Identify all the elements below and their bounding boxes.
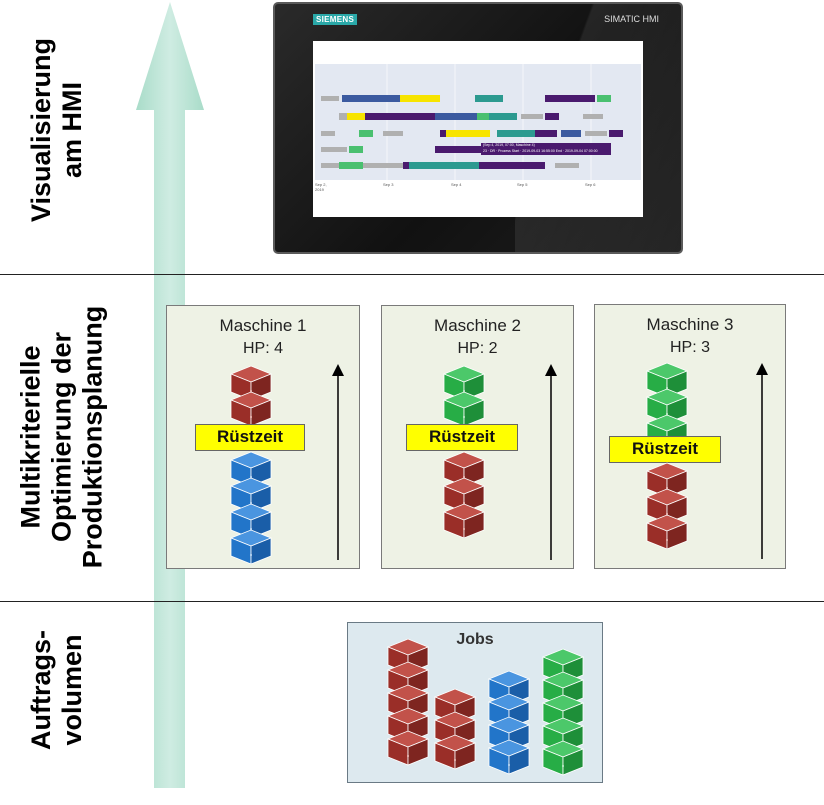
job-stack-blue xyxy=(488,670,530,775)
gantt-x-tick: Sep 5 xyxy=(517,182,528,187)
gantt-chart: (Sep 4, 2019, 07:00, Maschine 4) 23 · DR… xyxy=(315,64,641,180)
job-stack-before-setup xyxy=(230,451,272,564)
machine-card-1: Maschine 1 HP: 4 Rüstzeit xyxy=(166,305,360,569)
time-axis-arrow xyxy=(756,363,768,559)
job-stack-red-small xyxy=(434,688,476,770)
setup-time-label: Rüstzeit xyxy=(195,424,305,451)
machine-card-3: Maschine 3 HP: 3 Rüstzeit xyxy=(594,304,786,569)
job-stack-before-setup xyxy=(646,462,688,549)
machine-title: Maschine 2 xyxy=(434,316,521,335)
job-stack-green xyxy=(542,648,584,776)
section-label-optimization: Multikriterielle Optimierung der Produkt… xyxy=(15,305,108,569)
jobs-title: Jobs xyxy=(456,631,494,648)
time-axis-arrow xyxy=(332,364,344,560)
gantt-x-tick: Sep 3 xyxy=(383,182,394,187)
machine-card-2: Maschine 2 HP: 2 Rüstzeit xyxy=(381,305,574,569)
job-stack-after-setup xyxy=(443,365,485,426)
job-stack-before-setup xyxy=(443,451,485,538)
section-label-visualization: Visualisierung am HMI xyxy=(26,37,87,223)
gantt-x-tick: Sep 6 xyxy=(585,182,596,187)
jobs-panel: Jobs xyxy=(347,622,603,783)
gantt-x-tick: Sep 4 xyxy=(451,182,462,187)
hmi-model-label: SIMATIC HMI xyxy=(604,14,659,24)
hmi-device: SIEMENS SIMATIC HMI xyxy=(273,2,683,254)
job-stack-after-setup xyxy=(230,365,272,426)
machine-priority: HP: 4 xyxy=(242,340,283,357)
time-axis-arrow xyxy=(545,364,557,560)
gantt-x-tick: Sep 2, 2019 xyxy=(315,182,327,192)
section-divider-top xyxy=(0,274,824,275)
gantt-bars xyxy=(321,64,623,180)
hmi-screen[interactable]: (Sep 4, 2019, 07:00, Maschine 4) 23 · DR… xyxy=(313,41,643,217)
gantt-tooltip-line2: 23 · DR · Prozess Start · 2019-09-03 16:… xyxy=(483,149,598,153)
section-divider-bottom xyxy=(0,601,824,602)
gantt-tooltip-line1: (Sep 4, 2019, 07:00, Maschine 4) xyxy=(483,143,535,147)
machine-priority: HP: 3 xyxy=(669,339,710,356)
hmi-brand-logo: SIEMENS xyxy=(313,14,358,25)
machine-priority: HP: 2 xyxy=(457,340,498,357)
section-label-order-volume: Auftrags- volumen xyxy=(26,630,87,750)
job-stack-red-large xyxy=(387,638,429,766)
machine-title: Maschine 3 xyxy=(646,315,734,334)
setup-time-label: Rüstzeit xyxy=(609,436,721,463)
machine-title: Maschine 1 xyxy=(219,316,307,335)
setup-time-label: Rüstzeit xyxy=(406,424,518,451)
